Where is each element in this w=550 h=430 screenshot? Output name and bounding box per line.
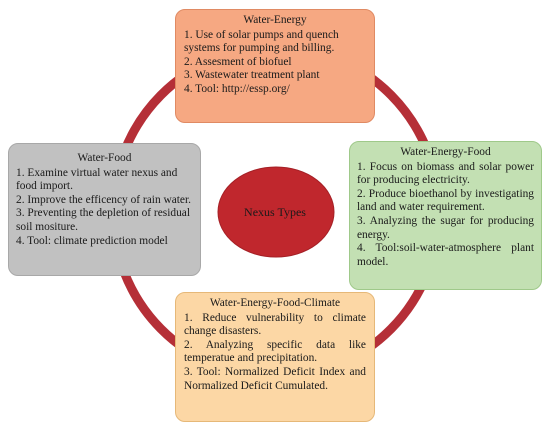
water-energy-food-item: 1. Focus on biomass and solar power for … bbox=[357, 160, 534, 187]
water-energy-food-climate-title: Water-Energy-Food-Climate bbox=[209, 297, 341, 309]
water-food-box: Water-Food 1. Examine virtual water nexu… bbox=[8, 143, 201, 276]
water-energy-item: 1. Use of solar pumps and quench systems… bbox=[184, 28, 339, 55]
water-energy-box: Water-Energy 1. Use of solar pumps and q… bbox=[175, 9, 375, 123]
water-energy-food-climate-item: 3. Tool: Normalized Deficit Index and No… bbox=[184, 365, 366, 392]
nexus-center-label: Nexus Types bbox=[244, 204, 306, 219]
water-food-item: 3. Preventing the depletion of residual … bbox=[16, 207, 190, 233]
water-energy-food-climate-item: 2. Analyzing specific data like temperat… bbox=[184, 338, 366, 365]
water-energy-food-item: 4. Tool:soil-water-atmosphere plant mode… bbox=[357, 242, 534, 268]
water-energy-item: 4. Tool: http://essp.org/ bbox=[184, 82, 290, 95]
water-energy-item: 2. Assesment of biofuel bbox=[184, 55, 292, 68]
water-food-title: Water-Food bbox=[77, 152, 132, 164]
water-energy-food-title: Water-Energy-Food bbox=[400, 146, 491, 158]
water-food-item: 2. Improve the efficency of rain water. bbox=[16, 193, 192, 206]
water-energy-item: 3. Wastewater treatment plant bbox=[184, 69, 320, 82]
water-food-item: 1. Examine virtual water nexus and food … bbox=[16, 166, 178, 193]
water-energy-food-box: Water-Energy-Food 1. Focus on biomass an… bbox=[349, 141, 542, 290]
nexus-center-circle bbox=[217, 166, 335, 258]
water-energy-food-item: 2. Produce bioethanol by investigating l… bbox=[357, 187, 534, 214]
water-energy-food-item: 3. Analyzing the sugar for producing ene… bbox=[357, 214, 534, 241]
water-energy-food-climate-box: Water-Energy-Food-Climate 1. Reduce vuln… bbox=[175, 292, 375, 422]
water-energy-title: Water-Energy bbox=[243, 14, 307, 26]
water-food-item: 4. Tool: climate prediction model bbox=[16, 234, 168, 247]
water-energy-food-climate-item: 1. Reduce vulnerability to climate chang… bbox=[184, 311, 366, 338]
